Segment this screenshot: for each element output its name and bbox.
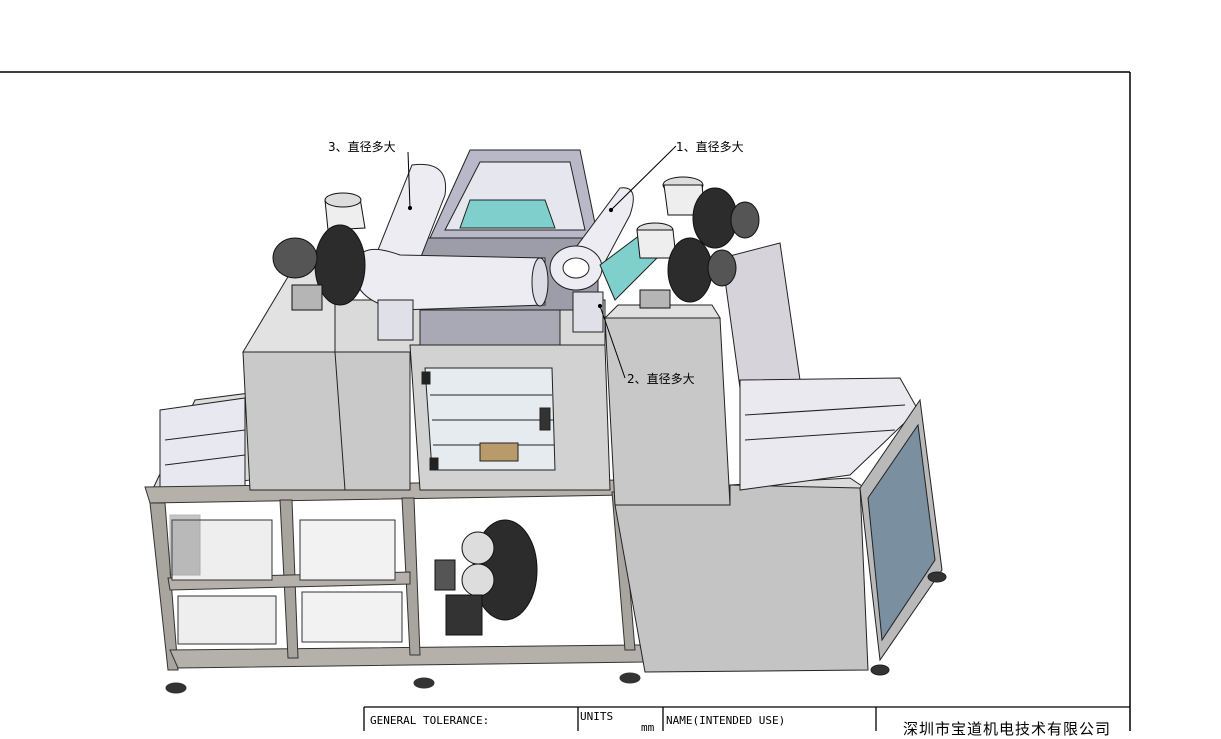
company-name: 深圳市宝道机电技术有限公司	[903, 720, 1112, 738]
callout-3: 3、直径多大	[328, 140, 396, 154]
lower-fan	[434, 519, 538, 636]
left-conveyor	[149, 392, 251, 501]
left-pipe	[354, 163, 549, 341]
drawing-border	[0, 71, 1131, 731]
title-block-lines	[363, 706, 1130, 731]
units-value: mm	[641, 721, 655, 734]
callout-2: 2、直径多大	[627, 372, 695, 386]
units-label: UNITS	[580, 710, 614, 723]
name-label: NAME(INTENDED USE)	[666, 714, 786, 727]
leader-lines	[407, 145, 677, 379]
left-fan	[272, 192, 366, 311]
right-fan-upper	[662, 176, 760, 249]
callout-1: 1、直径多大	[676, 140, 744, 154]
right-fan-lower	[636, 222, 737, 309]
base-frame	[144, 479, 646, 694]
general-tolerance-label: GENERAL TOLERANCE:	[370, 714, 490, 727]
right-conveyor	[721, 242, 947, 676]
